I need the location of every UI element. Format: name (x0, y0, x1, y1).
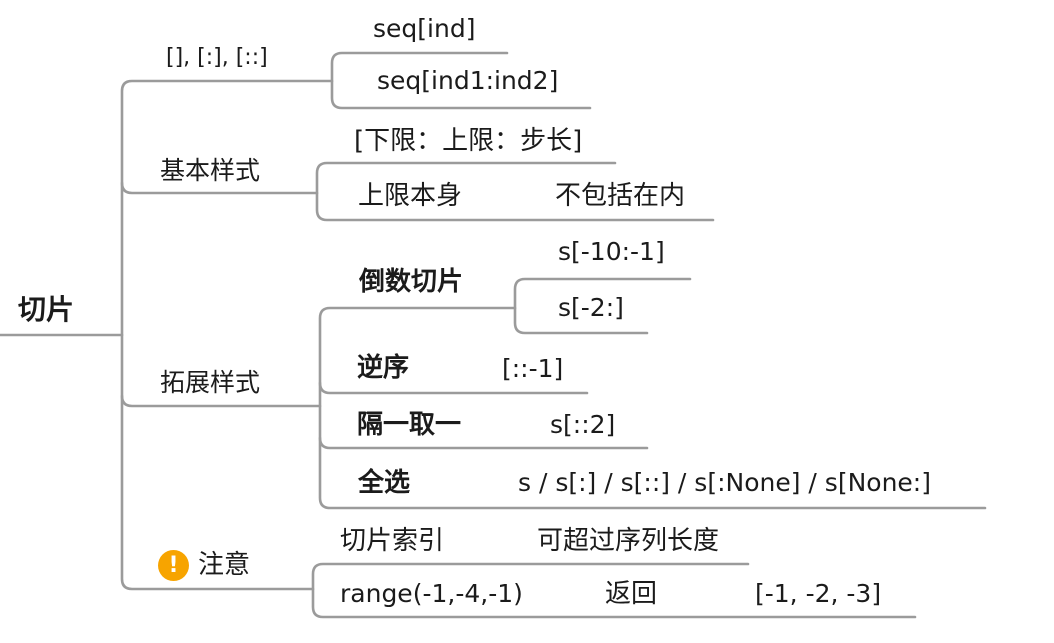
root-topic-slice: 切片 (18, 293, 75, 326)
topic-negative-slice: 倒数切片 (359, 267, 464, 297)
topic-upper-bound: 上限本身 (358, 181, 463, 211)
topic-select-all: 全选 (358, 468, 411, 498)
topic-reverse: 逆序 (357, 353, 410, 383)
connector-bracket-note-children (311, 562, 917, 619)
topic-lower-upper-step: [下限：上限：步长] (354, 126, 583, 156)
topic-s-neg10-neg1: s[-10:-1] (558, 237, 665, 266)
connector-branch-reverse (318, 381, 589, 395)
connector-bracket-negative-slice-children (513, 277, 692, 335)
note-exceed-length: 可超过序列长度 (537, 526, 720, 556)
topic-note: 注意 (198, 550, 251, 580)
topic-every-other: 隔一取一 (357, 410, 462, 440)
topic-basic-style: 基本样式 (160, 156, 261, 185)
topic-extended-style: 拓展样式 (160, 368, 261, 397)
connector-branch-extended-style (120, 394, 322, 408)
connector-bracket-seq-children (330, 51, 592, 110)
connector-bracket-extended-style-children (318, 306, 987, 510)
note-every-other-syntax: s[::2] (550, 410, 616, 439)
topic-slice-index: 切片索引 (340, 526, 445, 556)
note-return-value: [-1, -2, -3] (755, 579, 882, 608)
topic-seq-ind1-ind2: seq[ind1:ind2] (377, 66, 559, 95)
connector-main-trunk (120, 79, 334, 591)
topic-range-example: range(-1,-4,-1) (340, 579, 523, 608)
note-select-all-syntax: s / s[:] / s[::] / s[:None] / s[None:] (518, 468, 931, 497)
connector-branch-every-other (318, 436, 649, 450)
connector-branch-basic-style (120, 181, 319, 195)
note-return-label: 返回 (605, 579, 658, 609)
connector-bracket-basic-style-children (315, 161, 715, 222)
topic-s-neg2: s[-2:] (558, 293, 624, 322)
note-not-included: 不包括在内 (555, 181, 686, 211)
topic-seq-ind: seq[ind] (373, 14, 476, 43)
topic-bracket-symbols: [], [:], [::] (166, 45, 268, 70)
note-reverse-syntax: [::-1] (502, 354, 564, 383)
warning-icon: ! (158, 550, 189, 581)
